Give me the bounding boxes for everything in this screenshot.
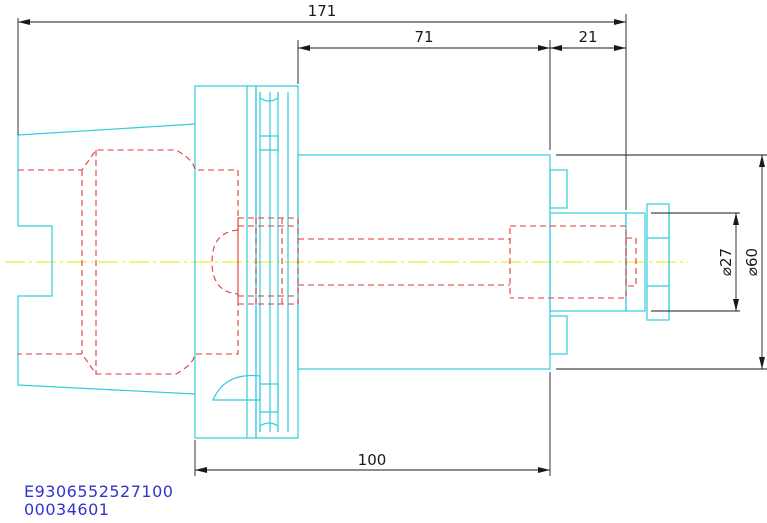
serial-number: 00034601 <box>24 500 110 519</box>
dimension-overall-length: 171 <box>308 2 337 20</box>
taper-bore <box>18 149 239 375</box>
hidden-lines <box>18 149 637 375</box>
dimension-flange-to-face: 100 <box>358 451 387 469</box>
nose-upper-lug <box>549 169 568 209</box>
pull-stud-bore <box>237 217 299 305</box>
dimension-nose-length: 21 <box>578 28 597 46</box>
dimension-small-diameter: ⌀27 <box>717 248 735 276</box>
part-number: E9306552527100 <box>24 482 174 501</box>
nose-lower-lug <box>549 315 568 355</box>
dimension-lines <box>17 14 767 476</box>
dimension-arrows <box>18 19 765 473</box>
dimension-shank-length: 71 <box>414 28 433 46</box>
taper-shank <box>17 123 196 395</box>
dimension-large-diameter: ⌀60 <box>743 248 761 276</box>
drive-key-slot <box>212 374 261 401</box>
